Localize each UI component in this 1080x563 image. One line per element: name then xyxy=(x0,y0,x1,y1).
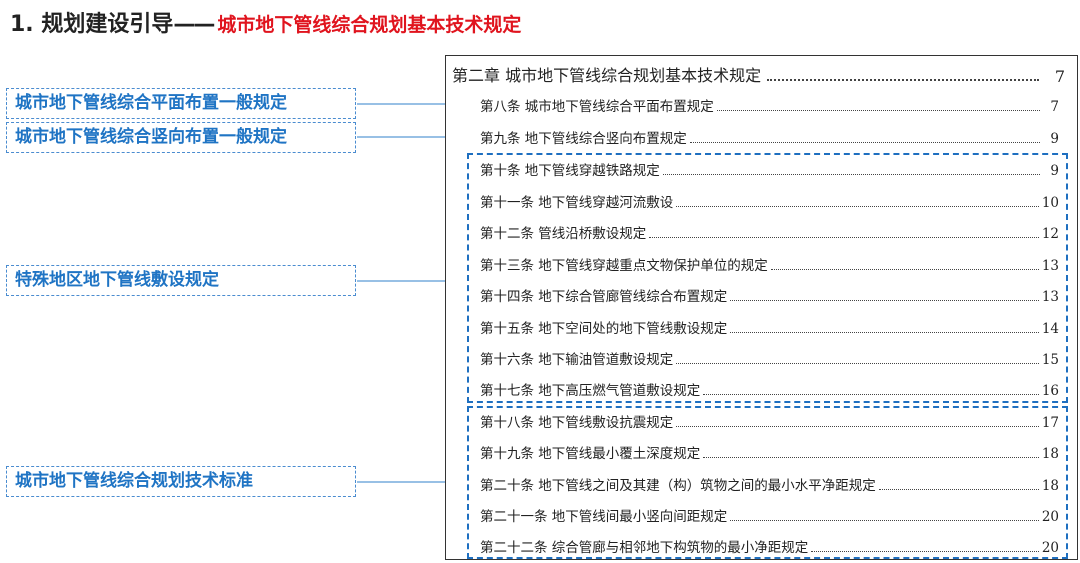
label-technical-standards: 城市地下管线综合规划技术标准 xyxy=(6,466,356,497)
toc-entry-title: 第十三条 地下管线穿越重点文物保护单位的规定 xyxy=(480,258,768,274)
group-special-areas xyxy=(467,153,1068,403)
toc-entry-page: 16 xyxy=(1041,383,1059,399)
page-header: 1. 规划建设引导——城市地下管线综合规划基本技术规定 xyxy=(10,6,522,37)
toc-chapter: 第二章 城市地下管线综合规划基本技术规定 7 xyxy=(452,60,1065,86)
toc-entry-page: 10 xyxy=(1041,195,1059,211)
toc-leader xyxy=(689,142,1040,143)
toc-leader xyxy=(770,269,1039,270)
label-vertical-layout: 城市地下管线综合竖向布置一般规定 xyxy=(6,122,356,153)
title-dash: —— xyxy=(173,12,215,37)
toc-entry-page: 13 xyxy=(1041,258,1059,274)
page-subtitle: 城市地下管线综合规划基本技术规定 xyxy=(217,14,522,36)
toc-entry-title: 第十二条 管线沿桥敷设规定 xyxy=(480,226,647,242)
toc-entry-title: 第十五条 地下空间处的地下管线敷设规定 xyxy=(480,321,728,337)
toc-entry-title: 第二十条 地下管线之间及其建（构）筑物之间的最小水平净距规定 xyxy=(480,478,876,494)
toc-leader xyxy=(676,426,1039,427)
toc-entry: 第二十条 地下管线之间及其建（构）筑物之间的最小水平净距规定 18 xyxy=(480,472,1059,494)
toc-entry-page: 18 xyxy=(1041,478,1059,494)
toc-entry: 第二十一条 地下管线间最小竖向间距规定 20 xyxy=(480,503,1059,525)
toc-leader xyxy=(703,457,1039,458)
toc-entry: 第十四条 地下综合管廊管线综合布置规定 13 xyxy=(480,283,1059,305)
toc-entry-title: 第十一条 地下管线穿越河流敷设 xyxy=(480,195,674,211)
toc-leader xyxy=(703,394,1039,395)
toc-entry: 第十一条 地下管线穿越河流敷设 10 xyxy=(480,189,1059,211)
toc-entry: 第十二条 管线沿桥敷设规定 12 xyxy=(480,220,1059,242)
toc-entry-page: 20 xyxy=(1041,509,1059,525)
toc-panel: 第二章 城市地下管线综合规划基本技术规定 7 第八条 城市地下管线综合平面布置规… xyxy=(445,55,1078,560)
toc-leader xyxy=(730,520,1039,521)
toc-entry-page: 18 xyxy=(1041,446,1059,462)
toc-entry: 第八条 城市地下管线综合平面布置规定 7 xyxy=(480,93,1059,115)
toc-entry-page: 7 xyxy=(1050,99,1059,115)
toc-entry: 第九条 地下管线综合竖向布置规定 9 xyxy=(480,125,1059,147)
toc-entry-title: 第二十一条 地下管线间最小竖向间距规定 xyxy=(480,509,728,525)
toc-leader xyxy=(730,332,1039,333)
toc-leader xyxy=(730,300,1039,301)
toc-entry-title: 第八条 城市地下管线综合平面布置规定 xyxy=(480,99,714,115)
toc-entry-page: 20 xyxy=(1041,540,1059,556)
toc-chapter-page: 7 xyxy=(1054,67,1065,86)
toc-entry: 第十九条 地下管线最小覆土深度规定 18 xyxy=(480,440,1059,462)
toc-entry-title: 第十七条 地下高压燃气管道敷设规定 xyxy=(480,383,701,399)
toc-entry-page: 9 xyxy=(1050,163,1059,179)
toc-entry-title: 第十四条 地下综合管廊管线综合布置规定 xyxy=(480,289,728,305)
toc-leader xyxy=(878,489,1039,490)
page-title: 1. 规划建设引导 xyxy=(10,12,174,37)
toc-entry-title: 第十条 地下管线穿越铁路规定 xyxy=(480,163,660,179)
toc-entry: 第十三条 地下管线穿越重点文物保护单位的规定 13 xyxy=(480,252,1059,274)
toc-entry-page: 9 xyxy=(1050,131,1059,147)
toc-leader xyxy=(767,79,1039,81)
toc-entry-page: 17 xyxy=(1041,415,1059,431)
toc-entry-title: 第十九条 地下管线最小覆土深度规定 xyxy=(480,446,701,462)
toc-leader xyxy=(716,110,1040,111)
toc-leader xyxy=(811,551,1039,552)
group-technical-standards xyxy=(467,406,1068,559)
toc-entry-title: 第二十二条 综合管廊与相邻地下构筑物的最小净距规定 xyxy=(480,540,809,556)
toc-entry-page: 13 xyxy=(1041,289,1059,305)
toc-entry-title: 第十六条 地下输油管道敷设规定 xyxy=(480,352,674,368)
toc-entry-page: 12 xyxy=(1041,226,1059,242)
toc-entry: 第十条 地下管线穿越铁路规定 9 xyxy=(480,157,1059,179)
toc-entry: 第十六条 地下输油管道敷设规定 15 xyxy=(480,346,1059,368)
toc-leader xyxy=(649,237,1039,238)
toc-chapter-title: 第二章 城市地下管线综合规划基本技术规定 xyxy=(452,66,762,85)
label-special-areas: 特殊地区地下管线敷设规定 xyxy=(6,265,356,296)
toc-entry-page: 15 xyxy=(1041,352,1059,368)
label-plane-layout: 城市地下管线综合平面布置一般规定 xyxy=(6,88,356,119)
toc-entry: 第十八条 地下管线敷设抗震规定 17 xyxy=(480,409,1059,431)
toc-entry-title: 第十八条 地下管线敷设抗震规定 xyxy=(480,415,674,431)
toc-entry: 第十五条 地下空间处的地下管线敷设规定 14 xyxy=(480,315,1059,337)
toc-leader xyxy=(676,363,1039,364)
toc-leader xyxy=(676,206,1039,207)
toc-entry: 第二十二条 综合管廊与相邻地下构筑物的最小净距规定 20 xyxy=(480,534,1059,556)
toc-leader xyxy=(662,174,1040,175)
toc-entry: 第十七条 地下高压燃气管道敷设规定 16 xyxy=(480,377,1059,399)
toc-entry-page: 14 xyxy=(1041,321,1059,337)
toc-entry-title: 第九条 地下管线综合竖向布置规定 xyxy=(480,131,687,147)
